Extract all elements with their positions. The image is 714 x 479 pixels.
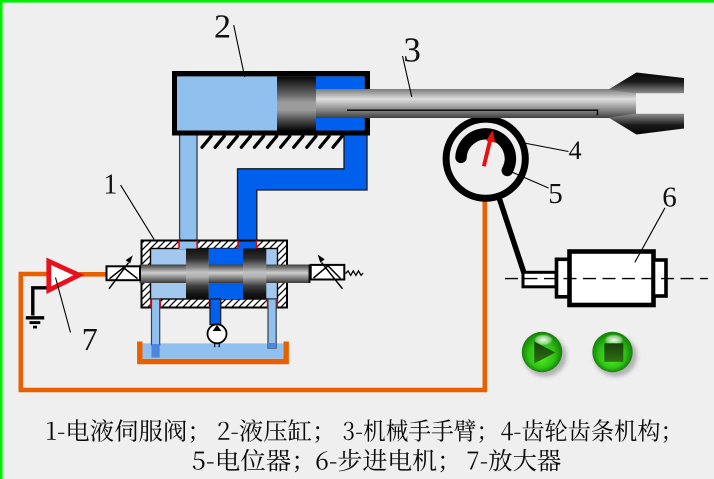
svg-text:2: 2 — [214, 9, 231, 46]
svg-text:5: 5 — [548, 178, 563, 210]
svg-text:6: 6 — [662, 181, 677, 213]
svg-text:1: 1 — [103, 169, 117, 200]
svg-text:3: 3 — [403, 31, 421, 70]
svg-text:4: 4 — [569, 136, 582, 165]
svg-text:7: 7 — [82, 321, 98, 357]
